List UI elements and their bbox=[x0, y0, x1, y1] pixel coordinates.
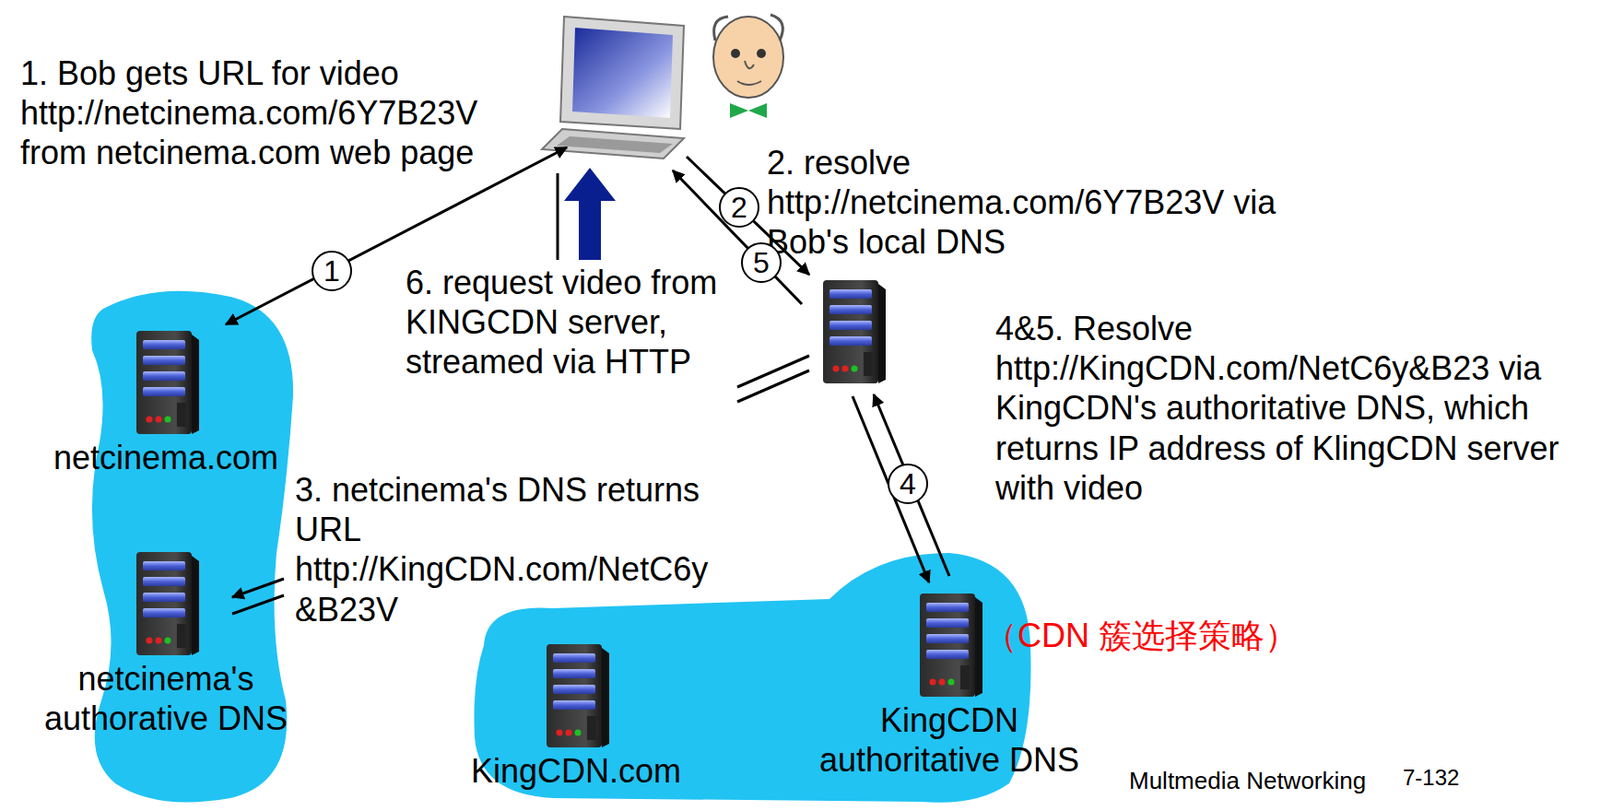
footer-text: Multmedia Networking bbox=[1129, 766, 1406, 796]
arrow-3-stub bbox=[737, 355, 810, 388]
step-note: 1. Bob gets URL for video http://netcine… bbox=[20, 53, 500, 174]
arrow-5-return bbox=[873, 394, 950, 577]
arrow-6-line bbox=[556, 173, 560, 260]
callout-number: 4 bbox=[887, 463, 929, 505]
server-label: netcinema's authorative DNS bbox=[4, 658, 328, 739]
local-dns-server bbox=[823, 280, 886, 384]
server-node: netcinema's authorative DNS bbox=[4, 548, 328, 739]
arrow-6-head bbox=[564, 167, 616, 260]
arrow-3 bbox=[232, 578, 284, 598]
arrow-4 bbox=[852, 396, 930, 583]
server-label: KingCDN authoritative DNS bbox=[792, 700, 1106, 780]
server-node: netcinema.com bbox=[13, 327, 318, 478]
arrow-3 bbox=[232, 595, 284, 614]
server-label: KingCDN.com bbox=[437, 751, 715, 791]
bob-person bbox=[713, 14, 784, 118]
server-icon bbox=[539, 640, 613, 752]
footer-text: 7-132 bbox=[1402, 764, 1495, 792]
step-note: 3. netcinema's DNS returns URL http://Ki… bbox=[294, 470, 729, 630]
step-note: 4&5. Resolve http://KingCDN.com/NetC6y&B… bbox=[995, 308, 1586, 508]
callout-number: 5 bbox=[741, 242, 782, 283]
server-label: netcinema.com bbox=[13, 437, 318, 478]
user-computer bbox=[541, 16, 684, 159]
callout-number: 1 bbox=[311, 250, 353, 292]
step-note: （CDN 簇选择策略） bbox=[984, 615, 1372, 656]
server-icon bbox=[129, 548, 203, 659]
arrow-3-stub bbox=[737, 370, 810, 402]
server-node: KingCDN.com bbox=[437, 640, 715, 791]
server-icon bbox=[129, 327, 203, 438]
step-note: 6. request video from KINGCDN server, st… bbox=[405, 262, 719, 383]
callout-number: 2 bbox=[718, 187, 760, 228]
server-icon bbox=[912, 589, 987, 701]
step-note: 2. resolve http://netcinema.com/6Y7B23V … bbox=[766, 142, 1357, 263]
